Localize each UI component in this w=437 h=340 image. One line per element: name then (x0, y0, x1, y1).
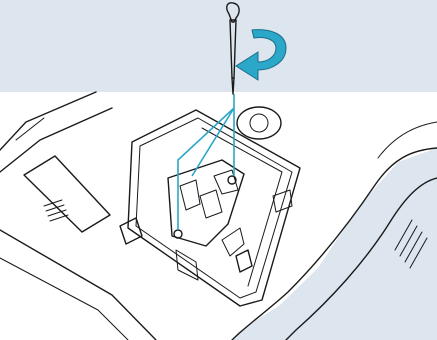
diagram-canvas (0, 0, 437, 340)
lamp-cover-removal-diagram (0, 0, 437, 340)
